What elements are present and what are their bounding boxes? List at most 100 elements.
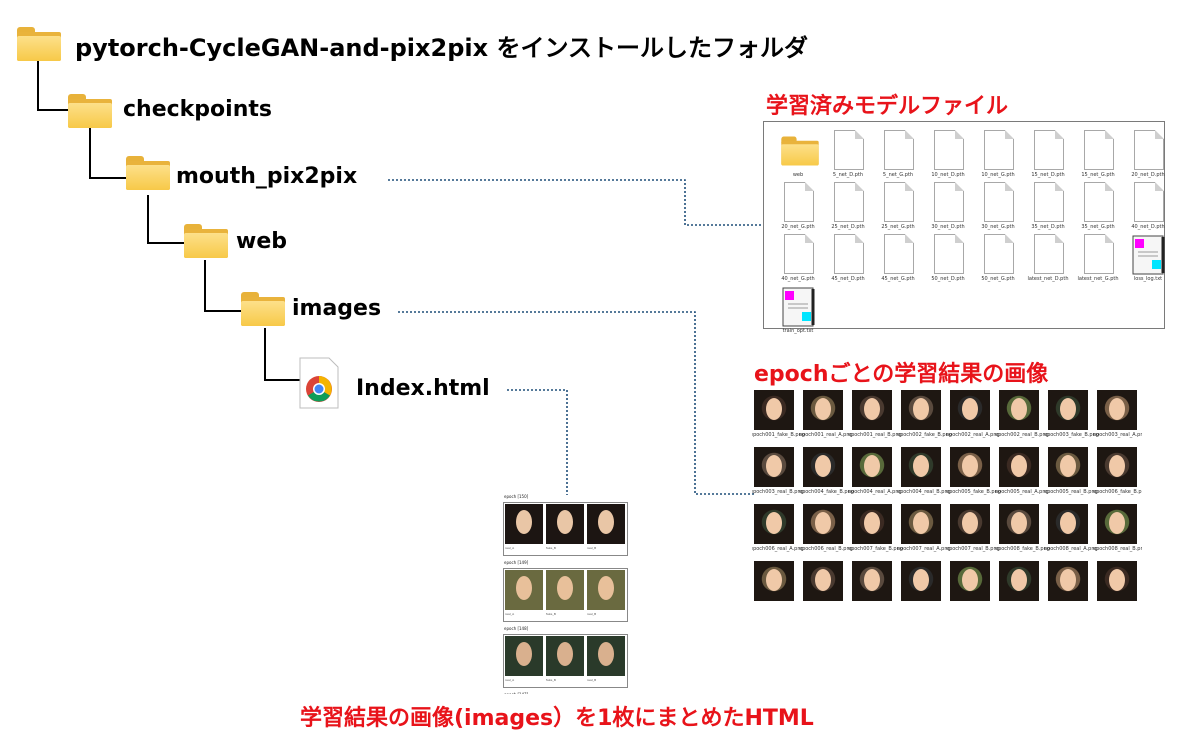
epoch-image-thumbnail[interactable] — [1048, 447, 1088, 487]
model-file-name: train_opt.txt — [782, 328, 814, 334]
pth-file-icon[interactable] — [934, 130, 964, 170]
root-folder-label[interactable]: pytorch-CycleGAN-and-pix2pix をインストールしたフォ… — [75, 34, 808, 62]
pth-file-icon[interactable] — [834, 130, 864, 170]
epoch-image-name: epoch008_real_B.png — [1093, 546, 1142, 552]
epoch-image-thumbnail[interactable] — [1097, 504, 1137, 544]
epoch-image-thumbnail[interactable] — [754, 390, 794, 430]
epoch-image-thumbnail[interactable] — [950, 447, 990, 487]
pth-file-icon[interactable] — [1084, 182, 1114, 222]
checkpoints-folder-label[interactable]: checkpoints — [123, 97, 272, 122]
pth-file-icon[interactable] — [1034, 130, 1064, 170]
epoch-image-name: epoch006_real_A.png — [752, 546, 804, 552]
epoch-image-name: epoch005_real_B.png — [1044, 489, 1098, 495]
text-file-icon[interactable] — [1132, 233, 1166, 279]
model-file-name: 50_net_G.pth — [981, 276, 1015, 282]
epoch-image-name: epoch006_real_B.png — [799, 546, 853, 552]
epoch-image-thumbnail[interactable] — [852, 561, 892, 601]
epoch-image-thumbnail[interactable] — [901, 390, 941, 430]
epoch-image-name: epoch004_fake_B.png — [799, 489, 854, 495]
epoch-image-thumbnail[interactable] — [754, 504, 794, 544]
html-image — [546, 504, 584, 544]
model-file-name: web — [792, 172, 804, 178]
epoch-image-thumbnail[interactable] — [950, 561, 990, 601]
pth-file-icon[interactable] — [984, 182, 1014, 222]
model-file-name: 30_net_G.pth — [981, 224, 1015, 230]
epoch-image-name: epoch001_real_A.png — [799, 432, 853, 438]
html-image-caption: fake_B — [546, 546, 556, 550]
epoch-image-thumbnail[interactable] — [754, 561, 794, 601]
epoch-image-thumbnail[interactable] — [803, 447, 843, 487]
epoch-image-thumbnail[interactable] — [852, 390, 892, 430]
epoch-image-thumbnail[interactable] — [1048, 504, 1088, 544]
epoch-image-name: epoch002_real_B.png — [995, 432, 1049, 438]
html-section-title: epoch [149] — [504, 560, 529, 565]
pth-file-icon[interactable] — [1034, 234, 1064, 274]
epoch-image-thumbnail[interactable] — [852, 504, 892, 544]
html-image-caption: real_B — [587, 546, 597, 550]
model-file-name: loss_log.txt — [1133, 276, 1163, 282]
epoch-image-thumbnail[interactable] — [1048, 390, 1088, 430]
pth-file-icon[interactable] — [934, 182, 964, 222]
epoch-image-thumbnail[interactable] — [1097, 561, 1137, 601]
pth-file-icon[interactable] — [934, 234, 964, 274]
epoch-image-thumbnail[interactable] — [1097, 447, 1137, 487]
epoch-image-thumbnail[interactable] — [950, 390, 990, 430]
epoch-image-thumbnail[interactable] — [901, 447, 941, 487]
folder-icon[interactable] — [17, 27, 61, 61]
pth-file-icon[interactable] — [984, 234, 1014, 274]
epoch-image-thumbnail[interactable] — [901, 504, 941, 544]
folder-icon[interactable] — [126, 156, 170, 190]
epoch-image-thumbnail[interactable] — [1097, 390, 1137, 430]
epoch-image-thumbnail[interactable] — [950, 504, 990, 544]
epoch-image-thumbnail[interactable] — [999, 504, 1039, 544]
pth-file-icon[interactable] — [884, 182, 914, 222]
pth-file-icon[interactable] — [1034, 182, 1064, 222]
model-file-name: 15_net_G.pth — [1081, 172, 1115, 178]
epoch-images-label: epochごとの学習結果の画像 — [754, 362, 1049, 387]
html-image-caption: real_A — [505, 678, 515, 682]
epoch-image-thumbnail[interactable] — [803, 390, 843, 430]
epoch-image-thumbnail[interactable] — [852, 447, 892, 487]
html-file-icon[interactable] — [299, 357, 339, 409]
text-file-icon[interactable] — [782, 285, 816, 331]
html-image — [587, 570, 625, 610]
mouth-folder-label[interactable]: mouth_pix2pix — [176, 164, 358, 189]
epoch-image-thumbnail[interactable] — [754, 447, 794, 487]
pth-file-icon[interactable] — [984, 130, 1014, 170]
folder-icon[interactable] — [781, 136, 819, 166]
epoch-image-thumbnail[interactable] — [999, 447, 1039, 487]
model-file-name: 5_net_D.pth — [832, 172, 864, 178]
html-image-caption: real_B — [587, 612, 597, 616]
pth-file-icon[interactable] — [784, 182, 814, 222]
model-file-name: 20_net_G.pth — [781, 224, 815, 230]
pth-file-icon[interactable] — [1134, 130, 1164, 170]
epoch-image-name: epoch002_real_A.png — [946, 432, 1000, 438]
web-folder-label[interactable]: web — [236, 229, 287, 254]
model-file-name: 25_net_D.pth — [831, 224, 865, 230]
html-image-caption: fake_B — [546, 678, 556, 682]
pth-file-icon[interactable] — [1134, 182, 1164, 222]
epoch-image-thumbnail[interactable] — [999, 561, 1039, 601]
folder-icon[interactable] — [68, 94, 112, 128]
epoch-image-thumbnail[interactable] — [803, 504, 843, 544]
html-section-title: epoch [150] — [504, 494, 529, 499]
pth-file-icon[interactable] — [1084, 130, 1114, 170]
pth-file-icon[interactable] — [1084, 234, 1114, 274]
model-file-name: latest_net_D.pth — [1027, 276, 1069, 282]
pth-file-icon[interactable] — [884, 130, 914, 170]
model-file-name: 5_net_G.pth — [882, 172, 914, 178]
index-file-label[interactable]: Index.html — [356, 376, 490, 401]
folder-icon[interactable] — [241, 292, 285, 326]
epoch-image-thumbnail[interactable] — [999, 390, 1039, 430]
folder-icon[interactable] — [184, 224, 228, 258]
model-file-name: 45_net_D.pth — [831, 276, 865, 282]
pth-file-icon[interactable] — [884, 234, 914, 274]
pth-file-icon[interactable] — [834, 234, 864, 274]
pth-file-icon[interactable] — [834, 182, 864, 222]
pth-file-icon[interactable] — [784, 234, 814, 274]
epoch-image-thumbnail[interactable] — [901, 561, 941, 601]
epoch-image-name: epoch007_fake_B.png — [848, 546, 903, 552]
epoch-image-thumbnail[interactable] — [803, 561, 843, 601]
epoch-image-thumbnail[interactable] — [1048, 561, 1088, 601]
images-folder-label[interactable]: images — [292, 296, 382, 321]
